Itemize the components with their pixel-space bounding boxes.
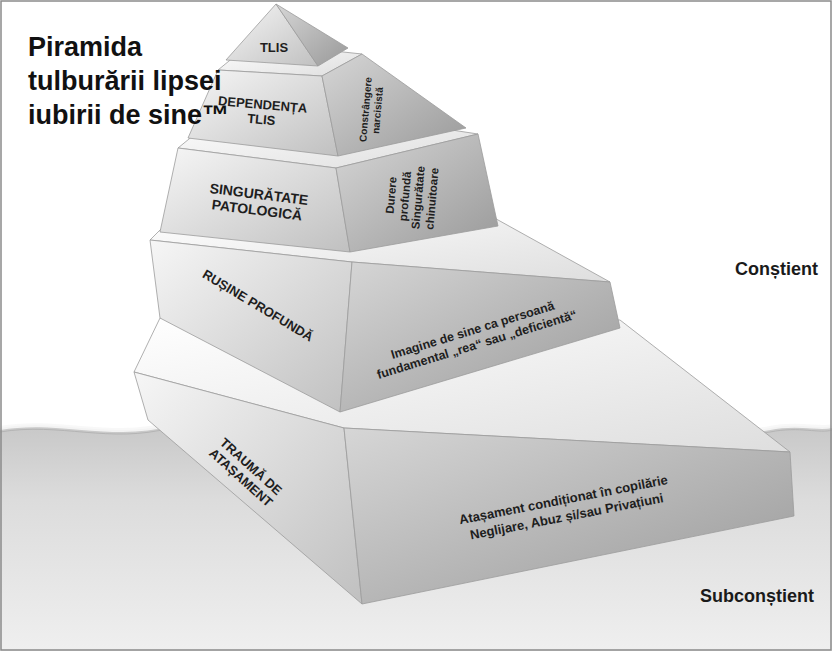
text-holder: Piramida tulburării lipsei iubirii de si…: [28, 30, 248, 132]
title: Piramida tulburării lipsei iubirii de si…: [28, 30, 248, 132]
text-holder: Subconștient: [700, 585, 814, 607]
text-holder: Conștient: [735, 258, 818, 280]
pyramid-tier: TLIS: [220, 0, 355, 72]
text-holder: Durere profundăSingurătate chinuitoare: [382, 161, 442, 233]
text-holder: TLIS: [244, 40, 304, 55]
tier-shape: [220, 0, 355, 72]
pyramid-face: [134, 372, 362, 604]
water-level-label: Subconștient: [700, 585, 814, 607]
tier-label: TLIS: [244, 40, 304, 55]
water-level-label: Conștient: [735, 258, 818, 280]
pyramid-face: [344, 428, 794, 604]
